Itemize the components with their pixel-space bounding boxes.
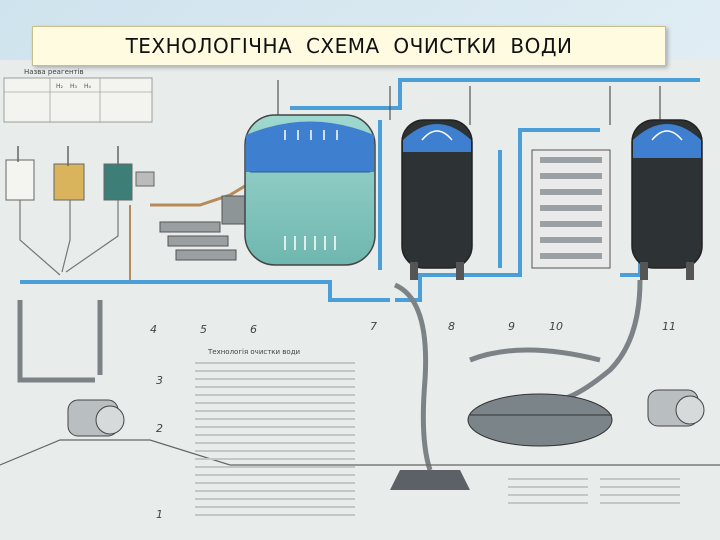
number-3: 3 (156, 374, 163, 387)
description-heading: Технологія очистки води (207, 348, 300, 356)
filter-tank-1 (401, 119, 473, 280)
description-text-block: Технологія очистки води (195, 348, 680, 516)
number-11: 11 (662, 320, 676, 333)
reagent-table: Назва реагентів Н₂ Н₃ Н₄ (3, 68, 153, 123)
page-title: ТЕХНОЛОГІЧНА СХЕМА ОЧИСТКИ ВОДИ (125, 34, 573, 58)
mixing-manifold (129, 178, 256, 280)
component-numbers: 1 2 3 4 5 6 7 8 9 10 11 (150, 320, 676, 521)
ground-line (0, 439, 720, 466)
pumps (67, 389, 705, 437)
number-6: 6 (250, 323, 257, 336)
sedimentation-basin (390, 393, 613, 490)
blue-pipes (20, 78, 700, 302)
number-7: 7 (370, 320, 377, 333)
number-2: 2 (156, 422, 163, 435)
number-8: 8 (448, 320, 455, 333)
reagent-label-1: Н₂ (56, 83, 64, 90)
title-banner: ТЕХНОЛОГІЧНА СХЕМА ОЧИСТКИ ВОДИ (32, 26, 666, 66)
number-10: 10 (549, 320, 563, 333)
filter-tank-2 (631, 119, 703, 280)
coil-exchanger (498, 149, 611, 269)
number-1: 1 (156, 508, 163, 521)
clarifier-tank (244, 114, 376, 266)
number-5: 5 (200, 323, 207, 336)
thin-pipes (277, 80, 661, 125)
hoses (17, 279, 643, 471)
number-4: 4 (150, 323, 157, 336)
reagent-label-2: Н₃ (70, 83, 78, 90)
reagent-table-heading: Назва реагентів (24, 68, 84, 76)
reagent-label-3: Н₄ (84, 83, 92, 90)
reagent-flasks (5, 146, 155, 276)
number-9: 9 (508, 320, 515, 333)
